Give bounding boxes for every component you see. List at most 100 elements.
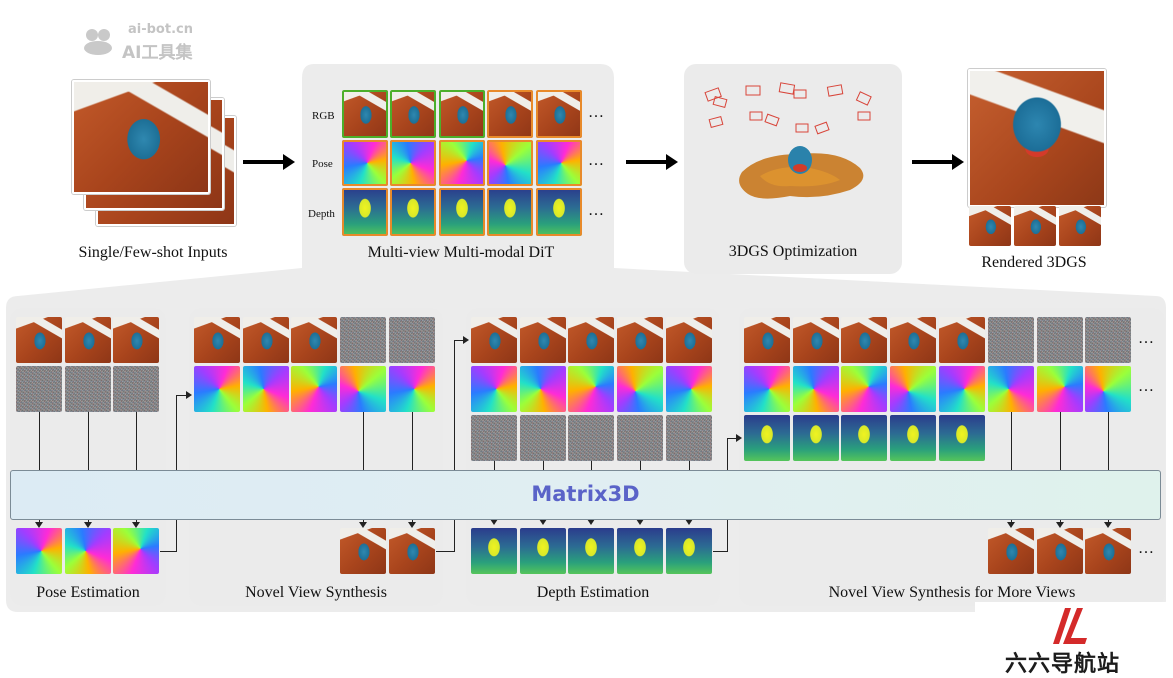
dit-row-label-pose: Pose xyxy=(312,158,333,170)
pe-out-tip-1 xyxy=(35,522,43,528)
watermark-logo: ai-bot.cn AI工具集 xyxy=(82,22,232,63)
nvs-rgb-2 xyxy=(243,317,289,363)
mv-pose-8 xyxy=(1085,366,1131,412)
pe-noise-2 xyxy=(65,366,111,412)
pe-out-line-1 xyxy=(39,518,40,524)
de-out-tip-2 xyxy=(539,519,547,525)
mv-pose-7 xyxy=(1037,366,1083,412)
watermark-bottom: 六六导航站 xyxy=(975,602,1173,677)
pe-out-line-2 xyxy=(88,518,89,524)
de-rgb-4 xyxy=(617,317,663,363)
mv-line-2 xyxy=(1060,412,1061,470)
task-label-nvs: Novel View Synthesis xyxy=(245,584,387,601)
dit-depth-3 xyxy=(439,188,485,236)
dit-pose-ellipsis: … xyxy=(588,152,605,169)
dit-caption: Multi-view Multi-modal DiT xyxy=(367,244,555,261)
dit-rgb-ellipsis: … xyxy=(588,104,605,121)
de-rgb-2 xyxy=(520,317,566,363)
pe-noise-3 xyxy=(113,366,159,412)
dit-pose-2 xyxy=(390,140,436,186)
de-rgb-3 xyxy=(568,317,614,363)
matrix3d-bar: Matrix3D xyxy=(10,470,1161,520)
nvs-pose-3 xyxy=(291,366,337,412)
mv-out-ellipsis: … xyxy=(1138,540,1155,557)
mv-out-tip-1 xyxy=(1007,522,1015,528)
dit-rgb-4 xyxy=(487,90,533,138)
dit-pose-5 xyxy=(536,140,582,186)
de-line-1 xyxy=(494,461,495,470)
conn-2-tip xyxy=(463,336,469,344)
mv-out-tip-2 xyxy=(1056,522,1064,528)
conn-1-c xyxy=(176,395,186,396)
de-rgb-1 xyxy=(471,317,517,363)
rendered-thumb-2 xyxy=(1014,206,1056,246)
mv-pose-5 xyxy=(939,366,985,412)
rendered-caption: Rendered 3DGS xyxy=(981,254,1087,271)
pe-noise-1 xyxy=(16,366,62,412)
nvs-noise-2 xyxy=(389,317,435,363)
de-rgb-5 xyxy=(666,317,712,363)
de-pose-5 xyxy=(666,366,712,412)
de-pose-3 xyxy=(568,366,614,412)
mv-out-tip-3 xyxy=(1104,522,1112,528)
de-out-depth-3 xyxy=(568,528,614,574)
watermark-line1: ai-bot.cn xyxy=(128,22,193,37)
mv-out-rgb-2 xyxy=(1037,528,1083,574)
nvs-pose-2 xyxy=(243,366,289,412)
mv-line-3 xyxy=(1108,412,1109,470)
mv-pose-ellipsis: … xyxy=(1138,378,1155,395)
opt-caption: 3DGS Optimization xyxy=(728,243,858,260)
conn-2-c xyxy=(454,340,463,341)
nvs-pose-4 xyxy=(340,366,386,412)
rendered-main xyxy=(968,69,1106,207)
conn-2-a xyxy=(436,551,454,552)
mv-pose-1 xyxy=(744,366,790,412)
pe-out-pose-2 xyxy=(65,528,111,574)
de-pose-2 xyxy=(520,366,566,412)
dit-row-label-depth: Depth xyxy=(308,208,335,220)
mv-noise-3 xyxy=(1085,317,1131,363)
opt-scene xyxy=(704,82,872,199)
inputs-caption: Single/Few-shot Inputs xyxy=(78,244,228,261)
conn-3-tip xyxy=(736,434,742,442)
de-line-3 xyxy=(591,461,592,470)
mv-pose-6 xyxy=(988,366,1034,412)
sixsix-logo-icon xyxy=(1053,608,1087,644)
dit-pose-1 xyxy=(342,140,388,186)
mv-out-rgb-3 xyxy=(1085,528,1131,574)
nvs-out-tip-2 xyxy=(408,522,416,528)
de-noise-4 xyxy=(617,415,663,461)
de-noise-2 xyxy=(520,415,566,461)
pe-out-pose-3 xyxy=(113,528,159,574)
dit-pose-4 xyxy=(487,140,533,186)
task-label-more-views: Novel View Synthesis for More Views xyxy=(828,584,1076,601)
arrow-dit-to-opt xyxy=(626,154,678,170)
conn-2-b xyxy=(454,340,455,552)
de-line-2 xyxy=(543,461,544,470)
mv-depth-1 xyxy=(744,415,790,461)
nvs-line-1 xyxy=(363,412,364,470)
dit-row-label-rgb: RGB xyxy=(312,110,335,122)
mv-depth-2 xyxy=(793,415,839,461)
mv-pose-4 xyxy=(890,366,936,412)
watermark-bottom-text: 六六导航站 xyxy=(1005,652,1121,677)
nvs-pose-5 xyxy=(389,366,435,412)
dit-rgb-3 xyxy=(439,90,485,138)
de-out-tip-1 xyxy=(490,519,498,525)
pe-rgb-2 xyxy=(65,317,111,363)
pe-out-tip-2 xyxy=(84,522,92,528)
de-noise-3 xyxy=(568,415,614,461)
mv-rgb-ellipsis: … xyxy=(1138,330,1155,347)
mv-rgb-4 xyxy=(890,317,936,363)
de-out-depth-2 xyxy=(520,528,566,574)
mv-pose-2 xyxy=(793,366,839,412)
watermark-line2: AI工具集 xyxy=(122,43,193,63)
mv-pose-3 xyxy=(841,366,887,412)
conn-3-c xyxy=(727,438,736,439)
pe-out-tip-3 xyxy=(132,522,140,528)
mv-depth-3 xyxy=(841,415,887,461)
pe-line-3 xyxy=(136,412,137,470)
dit-depth-2 xyxy=(390,188,436,236)
conn-3-a xyxy=(713,551,727,552)
dit-pose-3 xyxy=(439,140,485,186)
